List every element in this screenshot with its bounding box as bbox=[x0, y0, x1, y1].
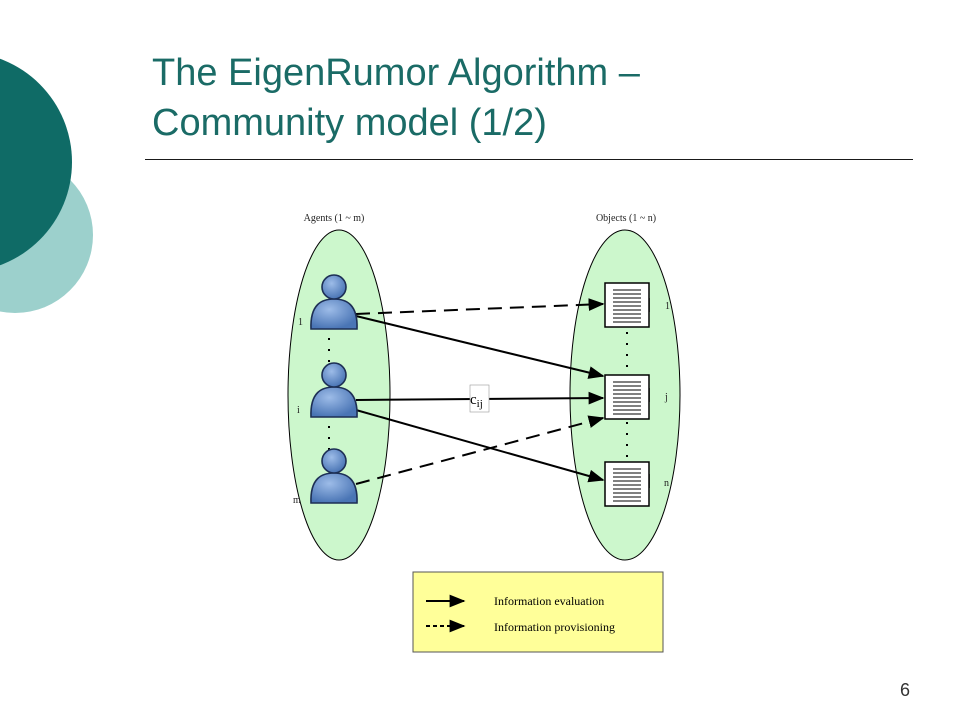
slide-title-line-1: The EigenRumor Algorithm – bbox=[152, 52, 640, 94]
document-icon bbox=[604, 461, 650, 507]
slide-title-line-2: Community model (1/2) bbox=[152, 102, 547, 144]
agent-label-m: m bbox=[293, 495, 301, 506]
evaluation-arrow-1-to-j bbox=[355, 315, 605, 379]
document-icon bbox=[604, 282, 650, 328]
deco-circle-dark bbox=[0, 58, 72, 266]
object-label-1: 1 bbox=[665, 301, 670, 312]
agent-label-1: 1 bbox=[298, 317, 303, 328]
title-divider bbox=[145, 159, 913, 160]
provisioning-arrow-1-to-1 bbox=[355, 298, 605, 315]
agent-label-i: i bbox=[297, 405, 300, 416]
document-icon bbox=[604, 374, 650, 420]
legend-solid-label: Information evaluation bbox=[494, 594, 604, 608]
object-label-n: n bbox=[664, 478, 669, 489]
slide-title: The EigenRumor Algorithm – Community mod… bbox=[152, 48, 912, 148]
edge-label-box bbox=[469, 384, 490, 413]
object-label-j: j bbox=[664, 392, 668, 403]
objects-header: Objects (1 ~ n) bbox=[596, 213, 656, 224]
slide-number: 6 bbox=[899, 680, 910, 700]
legend-dashed-label: Information provisioning bbox=[494, 620, 615, 634]
edge-label-cij: cij bbox=[470, 392, 483, 410]
evaluation-arrow-i-to-n bbox=[355, 409, 605, 483]
legend-box: Information evaluation Information provi… bbox=[412, 571, 664, 653]
agents-header: Agents (1 ~ m) bbox=[304, 213, 365, 224]
provisioning-arrow-m-to-j bbox=[355, 415, 605, 485]
